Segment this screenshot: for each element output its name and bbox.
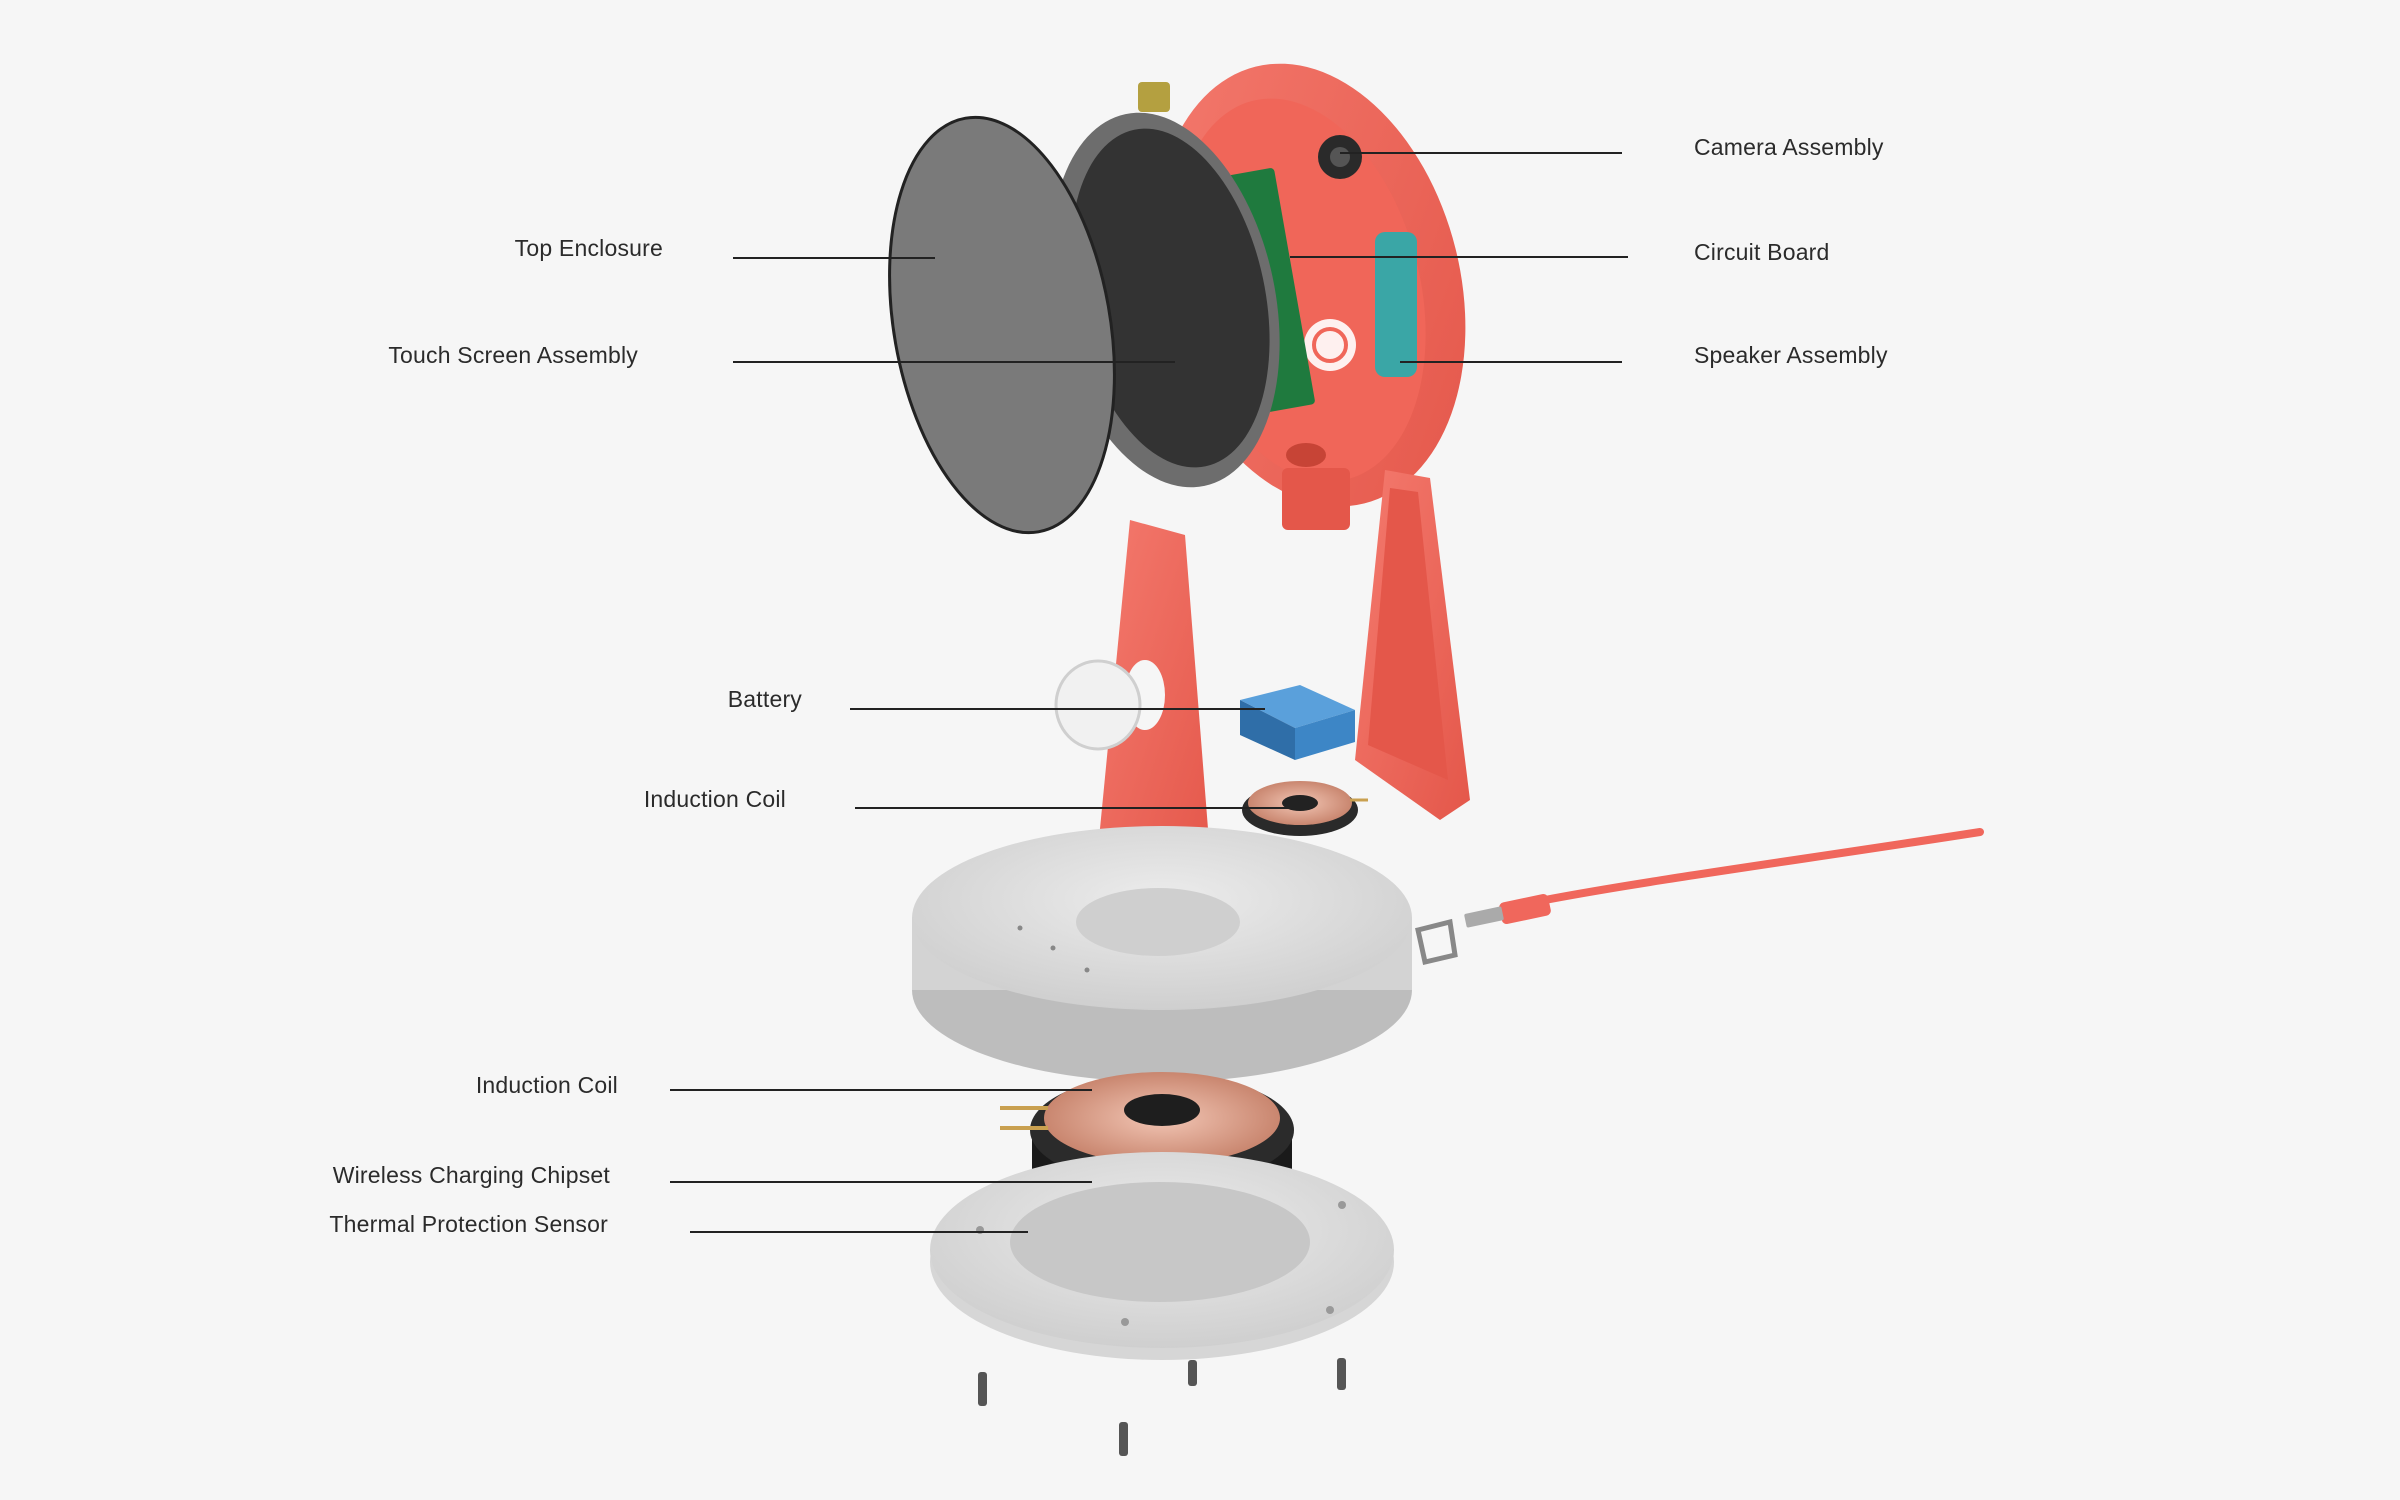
speaker-module <box>1375 232 1417 377</box>
leader-lines <box>670 152 1628 1233</box>
label-battery: Battery <box>727 686 802 712</box>
label-touch-screen-assembly: Touch Screen Assembly <box>388 342 638 368</box>
label-top-enclosure: Top Enclosure <box>514 235 663 261</box>
label-wireless-charging-chipset: Wireless Charging Chipset <box>332 1162 610 1188</box>
usb-cable <box>1464 828 1984 928</box>
upper-induction-coil <box>1242 781 1368 836</box>
label-speaker-assembly: Speaker Assembly <box>1694 342 1888 368</box>
battery-block <box>1240 685 1355 760</box>
left-stand-arm <box>1054 520 1212 880</box>
right-stand-arm <box>1355 470 1470 820</box>
label-induction-coil-upper: Induction Coil <box>643 786 786 812</box>
connector-tab <box>1138 82 1170 112</box>
label-induction-coil-lower: Induction Coil <box>475 1072 618 1098</box>
camera-knob <box>1054 659 1142 751</box>
cable-port <box>1415 918 1458 966</box>
power-button-icon <box>1304 319 1356 371</box>
top-glass-disc <box>888 115 1116 535</box>
charging-base-bottom <box>930 1152 1394 1360</box>
label-thermal-protection-sensor: Thermal Protection Sensor <box>329 1211 608 1237</box>
label-camera-assembly: Camera Assembly <box>1694 134 1884 160</box>
charging-base-top <box>912 826 1458 1082</box>
screws <box>978 1358 1346 1456</box>
label-circuit-board: Circuit Board <box>1694 239 1830 265</box>
